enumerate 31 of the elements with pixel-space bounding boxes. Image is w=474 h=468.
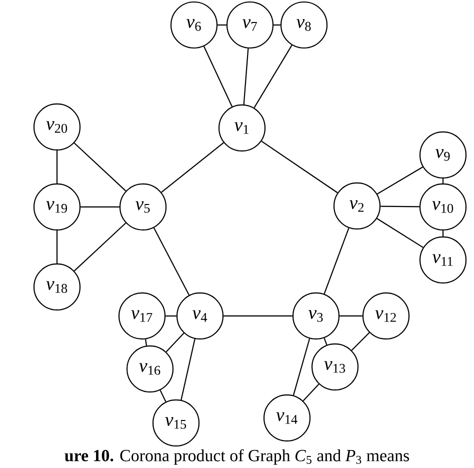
edge-line [442, 230, 444, 236]
edge-line [203, 46, 233, 107]
edge-line [153, 228, 190, 296]
edge-line [274, 24, 280, 26]
edge-line [218, 24, 226, 26]
edge-line [380, 206, 420, 208]
edge-line [340, 315, 362, 317]
edge-line [180, 338, 196, 400]
edge-line [351, 332, 370, 351]
edge-line [324, 228, 350, 294]
edge-line [74, 142, 126, 192]
edge-line [224, 315, 292, 317]
edge-line [166, 315, 176, 317]
edge-line [261, 140, 338, 194]
edge-line [74, 222, 126, 272]
edge-line [56, 230, 58, 264]
edge-line [254, 44, 292, 108]
edge-line [80, 206, 120, 208]
edge-line [376, 218, 424, 248]
edge-line [292, 338, 310, 396]
edge-line [160, 390, 166, 402]
edge-line [376, 166, 424, 194]
edge-line [302, 384, 320, 402]
edge-line [144, 339, 148, 346]
edge-line [56, 150, 58, 184]
edge-line [161, 142, 224, 193]
edge-line [243, 48, 249, 105]
edge-line [324, 338, 328, 346]
edge-line [166, 332, 184, 352]
edge-line [442, 178, 444, 184]
caption: ure 10. Corona product of Graph C$_{5}$ and P$_{3}$ means [64, 449, 410, 465]
